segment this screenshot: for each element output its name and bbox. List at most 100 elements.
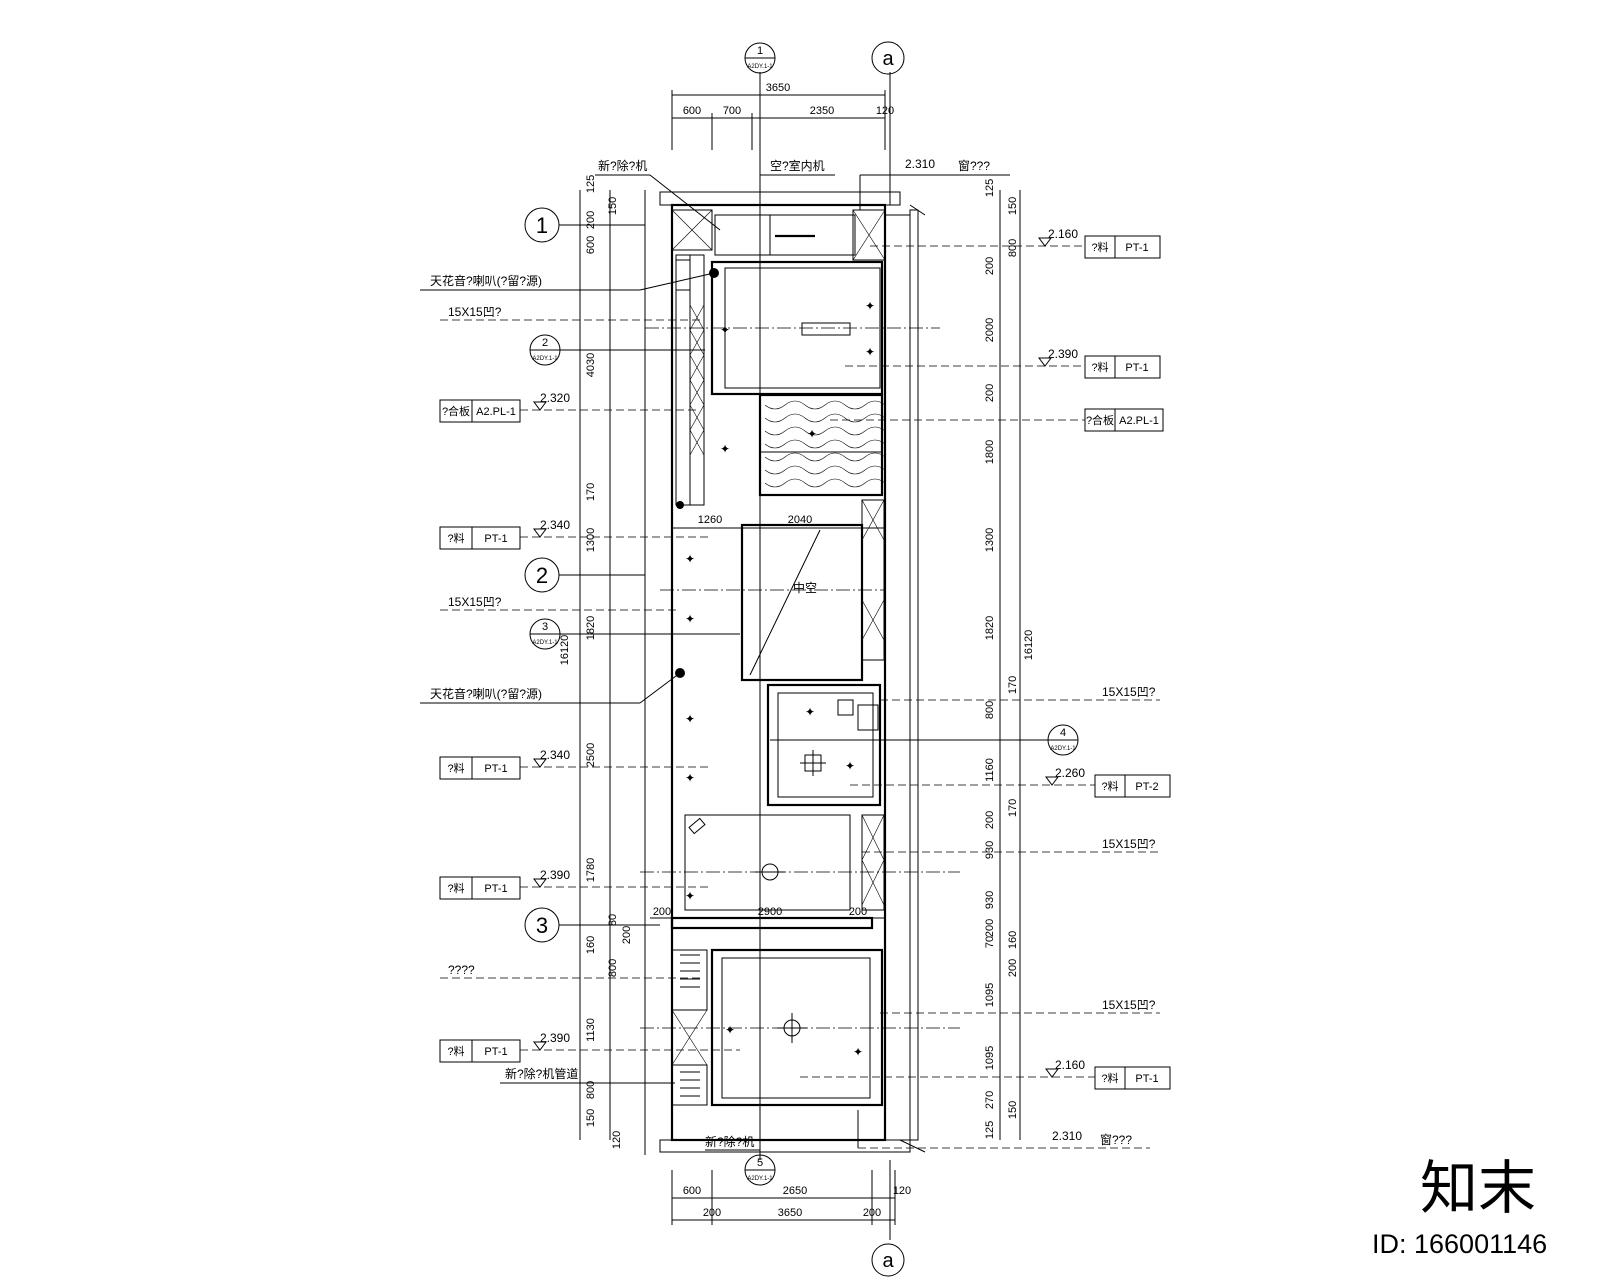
tag-r-plywood-mat: ?合板 — [1086, 413, 1114, 427]
level-tag-r4: 2.160 ?料 PT-1 — [800, 1058, 1171, 1090]
section-1-ref: A2DY.1-1 — [747, 64, 773, 70]
bottom-dimensions: 600 2650 120 200 200 3650 — [671, 1170, 911, 1225]
right-dim-8: 1820 — [984, 616, 996, 640]
section-4-num: 4 — [1060, 727, 1066, 739]
left-dim-17: 120 — [611, 1131, 623, 1149]
svg-text:✦: ✦ — [805, 705, 815, 719]
room-4-ceiling — [766, 683, 882, 807]
level-tag-r1: 2.160 ?料 PT-1 — [870, 227, 1161, 259]
tag-l3-code: PT-1 — [484, 763, 507, 775]
svg-text:✦: ✦ — [853, 1045, 863, 1059]
svg-text:✦: ✦ — [720, 442, 730, 456]
left-dim-6: 1300 — [585, 528, 597, 552]
svg-text:✦: ✦ — [725, 1023, 735, 1037]
top-dim-3: 2350 — [810, 105, 834, 117]
level-tag-l2: 2.340 ?料 PT-1 — [439, 518, 710, 550]
right-dim-19: 1095 — [984, 983, 996, 1007]
axis-marker-row-1: 1 — [524, 207, 645, 243]
right-dim-3: 200 — [984, 257, 996, 275]
building-outline — [659, 191, 926, 1153]
watermark-id: ID: 166001146 — [1372, 1229, 1547, 1259]
tag-r1-code: PT-1 — [1125, 242, 1148, 254]
section-5-num: 5 — [757, 1157, 763, 1169]
tag-r3-mat: ?料 — [1101, 779, 1118, 793]
tag-r2-mat: ?料 — [1091, 360, 1108, 374]
right-dim-18: 160 — [1007, 931, 1019, 949]
room-6-ceiling — [710, 948, 884, 1107]
speaker-callout-2: 天花音?喇叭(?留?源) — [430, 686, 542, 701]
bottom-dim-1: 600 — [683, 1185, 701, 1197]
room-5-ceiling — [684, 814, 851, 911]
plywood-panel — [758, 393, 884, 497]
level-l3-text: 2.340 — [540, 748, 570, 762]
left-dim-0: 125 — [585, 175, 597, 193]
axis-marker-a-top: a — [871, 41, 905, 75]
level-l4-text: 2.390 — [540, 868, 570, 882]
svg-text:✦: ✦ — [720, 323, 730, 337]
svg-text:✦: ✦ — [865, 345, 875, 359]
right-dim-20: 1095 — [984, 1046, 996, 1070]
left-dim-9: 1780 — [585, 858, 597, 882]
section-3-num: 3 — [542, 621, 548, 633]
left-dim-5: 170 — [585, 483, 597, 501]
axis-a-bottom-label: a — [882, 1250, 894, 1272]
right-callouts: 空?室内机 2.310 窗??? 15X15凹? 15X15凹? 15X15凹?… — [760, 157, 1160, 1149]
level-tag-r3: 2.260 ?料 PT-2 — [850, 766, 1171, 798]
groove-callout-r3: 15X15凹? — [1102, 998, 1156, 1012]
tag-l-plywood-code: A2.PL-1 — [476, 406, 516, 418]
rooms: 中空 — [640, 209, 960, 1107]
watermark: 知末 ID: 166001146 — [1372, 1156, 1547, 1259]
level-tag-l4: 2.390 ?料 PT-1 — [439, 868, 710, 900]
ac-unit-callout: 空?室内机 — [770, 158, 825, 173]
level-tag-l5: 2.390 ?料 PT-1 — [439, 1031, 740, 1063]
tag-r3-code: PT-2 — [1135, 781, 1158, 793]
groove-callout-r1: 15X15凹? — [1102, 685, 1156, 699]
left-dim-14: 1130 — [585, 1018, 597, 1042]
left-dim-12: 160 — [585, 936, 597, 954]
tag-r1-mat: ?料 — [1091, 240, 1108, 254]
speaker-callout-1: 天花音?喇叭(?留?源) — [430, 273, 542, 288]
ac-unit-box — [759, 214, 856, 256]
room-1-light — [801, 322, 851, 336]
right-dim-0: 125 — [984, 179, 996, 197]
downlight-icon — [676, 501, 684, 509]
curtain-top-level: 2.310 — [905, 157, 935, 171]
right-dim-14: 930 — [984, 841, 996, 859]
top-dim-4: 120 — [876, 105, 894, 117]
right-dim-23: 125 — [984, 1121, 996, 1139]
section-3-ref: A2DY.1-1 — [532, 640, 558, 646]
svg-text:✦: ✦ — [865, 299, 875, 313]
level-tag-r-plywood: ?合板 A2.PL-1 — [830, 408, 1164, 432]
right-dimensions: 125 150 800 200 2000 200 1800 1300 1820 … — [984, 179, 1035, 1140]
section-1-num: 1 — [757, 45, 763, 57]
axis-row-1-label: 1 — [536, 213, 548, 238]
top-dimensions: 3650 600 700 2350 120 — [671, 82, 894, 150]
fresh-air-bottom-callout: 新?除?机 — [705, 1134, 754, 1149]
level-r3-text: 2.260 — [1055, 766, 1085, 780]
right-dim-15: 930 — [984, 891, 996, 909]
left-dim-15: 800 — [585, 1081, 597, 1099]
section-marker-1: 1 A2DY.1-1 — [744, 42, 776, 74]
tag-l4-code: PT-1 — [484, 883, 507, 895]
left-dim-13: 800 — [607, 959, 619, 977]
section-2-num: 2 — [542, 337, 548, 349]
right-dim-overall-2: 200 — [1007, 959, 1019, 977]
svg-text:✦: ✦ — [845, 759, 855, 773]
left-dim-2: 150 — [607, 197, 619, 215]
section-4-ref: A2DY.1-1 — [1050, 746, 1076, 752]
axis-marker-row-2: 2 — [524, 557, 645, 593]
svg-text:✦: ✦ — [685, 889, 695, 903]
plywood-grain — [764, 400, 886, 488]
right-dim-1: 150 — [1007, 197, 1019, 215]
tag-l4-mat: ?料 — [447, 881, 464, 895]
top-dim-overall: 3650 — [766, 82, 790, 94]
bottom-dim-4: 200 — [703, 1207, 721, 1219]
inner-dim-e: 200 — [849, 906, 867, 918]
tag-l5-code: PT-1 — [484, 1046, 507, 1058]
level-l1-text: 2.320 — [540, 391, 570, 405]
right-dim-7: 1300 — [984, 528, 996, 552]
left-dim-8: 2500 — [585, 743, 597, 767]
fresh-air-pipe-callout: 新?除?机管道 — [505, 1066, 578, 1081]
left-dim-1: 200 — [585, 211, 597, 229]
